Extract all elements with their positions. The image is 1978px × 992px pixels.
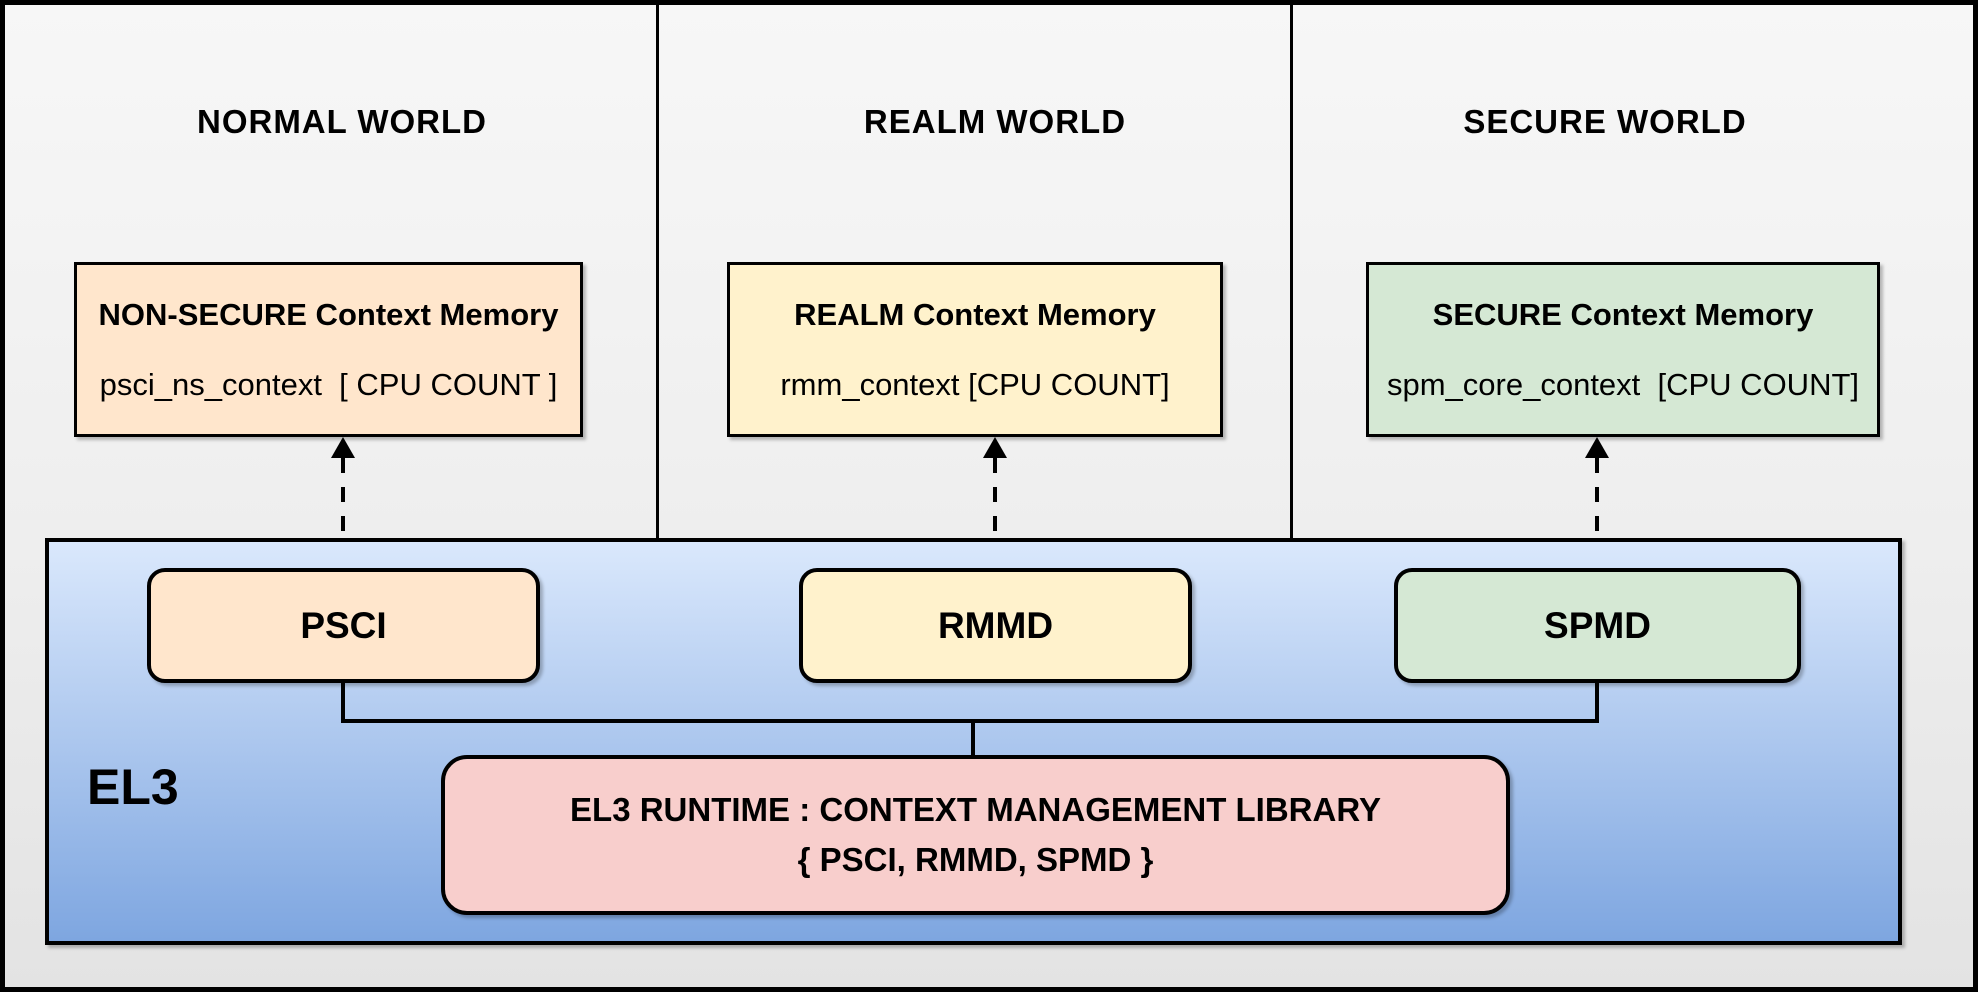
el3-runtime-library-line2: { PSCI, RMMD, SPMD } (797, 841, 1154, 878)
realm-world-title: REALM WORLD (863, 103, 1127, 140)
realm-context-memory-box: REALM Context Memory rmm_context [CPU CO… (727, 262, 1223, 437)
arrow-up-icon (1585, 437, 1609, 458)
spmd-runtime-connector (1595, 683, 1599, 723)
spm-core-context-variable: spm_core_context [CPU COUNT] (1386, 366, 1860, 402)
realm-context-memory-title: REALM Context Memory (794, 296, 1156, 332)
world-divider-realm-secure (1290, 5, 1293, 541)
secure-world-title: SECURE WORLD (1463, 103, 1747, 140)
dashed-line (341, 458, 345, 552)
el3-runtime-library-line1: EL3 RUNTIME : CONTEXT MANAGEMENT LIBRARY (570, 791, 1381, 828)
runtime-connector-drop (971, 719, 975, 757)
runtime-connector-bus (341, 719, 1599, 723)
spmd-module-label: SPMD (1544, 604, 1651, 646)
dashed-line (1595, 458, 1599, 552)
arrow-up-icon (983, 437, 1007, 458)
psci-module-box: PSCI (147, 568, 540, 683)
el3-runtime-library-box: EL3 RUNTIME : CONTEXT MANAGEMENT LIBRARY… (441, 755, 1510, 915)
psci-module-label: PSCI (300, 604, 387, 646)
world-divider-normal-realm (656, 5, 659, 541)
rmm-context-variable: rmm_context [CPU COUNT] (780, 366, 1170, 402)
non-secure-context-memory-title: NON-SECURE Context Memory (98, 296, 559, 332)
spmd-module-box: SPMD (1394, 568, 1801, 683)
el3-label: EL3 (87, 759, 179, 815)
non-secure-context-memory-box: NON-SECURE Context Memory psci_ns_contex… (74, 262, 583, 437)
normal-world-title: NORMAL WORLD (196, 103, 488, 140)
arrow-up-icon (331, 437, 355, 458)
dashed-line (993, 458, 997, 552)
secure-context-memory-box: SECURE Context Memory spm_core_context [… (1366, 262, 1880, 437)
secure-context-memory-title: SECURE Context Memory (1432, 296, 1814, 332)
rmmd-module-label: RMMD (937, 604, 1054, 646)
psci-runtime-connector (341, 683, 345, 723)
psci-ns-context-variable: psci_ns_context [ CPU COUNT ] (99, 366, 558, 402)
rmmd-module-box: RMMD (799, 568, 1192, 683)
